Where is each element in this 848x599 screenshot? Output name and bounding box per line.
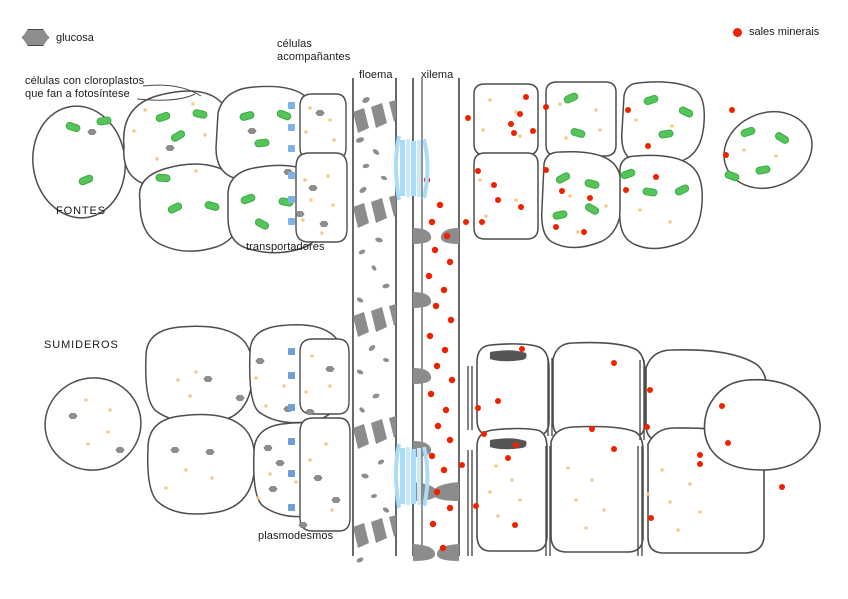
label-sinks: SUMIDEROS — [44, 339, 119, 351]
sieve-plate — [353, 100, 396, 548]
transporter-proteins-lower — [288, 348, 295, 511]
cell-wall-junctions — [467, 358, 645, 556]
label-companion-cells: células acompañantes — [277, 38, 351, 63]
label-leader-lines — [136, 84, 202, 101]
xylem-pit — [413, 228, 459, 561]
label-plasmodesmata: plasmodesmos — [258, 530, 334, 542]
companion-cell-lower — [299, 338, 351, 532]
sugar-dots — [132, 98, 778, 235]
label-transporters: transportadores — [246, 241, 325, 253]
legend-sales-minerais: sales minerais — [733, 26, 819, 38]
label-xylem: xilema — [421, 69, 454, 81]
legend-glucosa: glucosa — [22, 29, 94, 46]
label-photosynthetic-cells: células con cloroplastos que fan a fotos… — [25, 75, 145, 100]
phloem-vessel — [352, 78, 397, 563]
label-phloem: floema — [359, 69, 393, 81]
lower-right-cell-group — [476, 341, 821, 554]
label-sources: FONTES — [56, 205, 107, 217]
sugar-dots-lower-right — [488, 464, 702, 532]
mineral-salt-particles-xylem — [423, 176, 456, 552]
minerals-in-lower-right-cells — [459, 346, 785, 528]
upper-right-cell-group — [473, 81, 813, 250]
companion-cell-upper — [295, 93, 348, 243]
legend-glucosa-label: glucosa — [56, 31, 94, 44]
glucose-particles-phloem — [355, 96, 390, 563]
glucose-hexagon-icon — [22, 29, 49, 46]
transporter-proteins-upper — [288, 102, 295, 225]
sugar-dots-lower — [84, 354, 334, 512]
water-transporter-upper — [394, 135, 430, 201]
water-transporter-lower — [394, 443, 430, 509]
xylem-vessel — [394, 78, 460, 561]
minerals-in-upper-right-cells — [463, 94, 735, 235]
legend-sales-minerais-label: sales minerais — [749, 26, 820, 38]
mineral-salt-dot-icon — [733, 27, 742, 37]
